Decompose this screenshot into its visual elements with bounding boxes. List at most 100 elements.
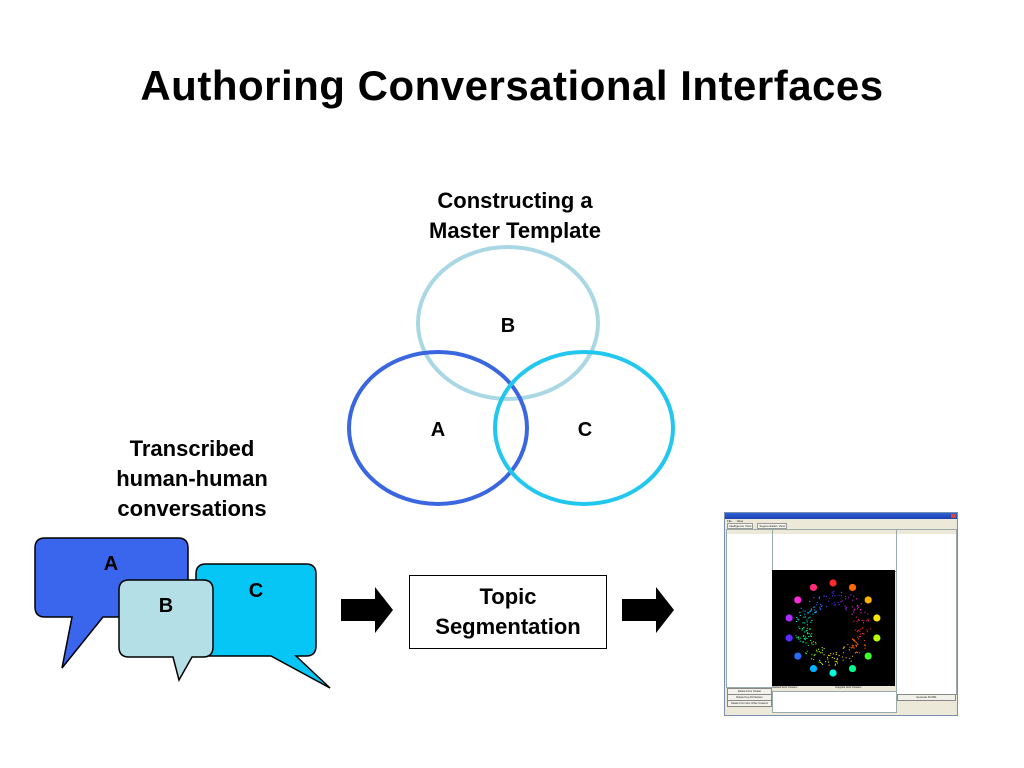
cluster-dot xyxy=(812,640,815,643)
app-left-pane xyxy=(726,529,773,688)
cluster-dot xyxy=(854,640,856,642)
app-checkbox-integrate[interactable]: Integrate Auto Clusters xyxy=(835,686,862,689)
cluster-dot xyxy=(854,629,856,631)
cluster-dot xyxy=(861,627,863,629)
cluster-dot xyxy=(802,640,804,643)
cluster-dot xyxy=(795,620,798,623)
cluster-node[interactable] xyxy=(829,669,837,677)
cluster-dot xyxy=(831,591,833,593)
cluster-dot xyxy=(844,595,847,597)
cluster-dot xyxy=(860,603,862,605)
cluster-node[interactable] xyxy=(848,583,857,592)
cluster-dot xyxy=(799,627,801,630)
cluster-dot xyxy=(801,628,804,630)
app-menu-view[interactable]: View xyxy=(736,519,744,523)
cluster-dot xyxy=(840,601,842,603)
speech-bubble-c-label: C xyxy=(249,580,263,602)
cluster-dot xyxy=(860,612,862,614)
cluster-node[interactable] xyxy=(864,596,872,604)
venn-caption-line2: Master Template xyxy=(429,218,601,243)
cluster-dot xyxy=(842,659,844,661)
cluster-dot xyxy=(823,654,825,656)
cluster-dot xyxy=(829,654,831,657)
cluster-dot xyxy=(845,609,847,611)
speech-bubble-a-label: A xyxy=(104,553,118,575)
cluster-dot xyxy=(833,657,835,659)
cluster-dot xyxy=(810,609,812,611)
cluster-dot xyxy=(853,595,855,597)
cluster-dot xyxy=(843,646,845,648)
cluster-dot xyxy=(810,658,813,660)
app-button-delete-all-other[interactable]: Delete From ALL Other Clusters xyxy=(727,700,772,707)
cluster-dot xyxy=(806,619,808,621)
cluster-node[interactable] xyxy=(794,596,802,604)
cluster-dot xyxy=(835,651,837,654)
app-tab-intelligence[interactable]: Intelligence View xyxy=(727,523,754,529)
cluster-dot xyxy=(855,651,858,653)
venn-circle-a xyxy=(347,350,529,506)
cluster-dot xyxy=(807,632,809,634)
cluster-dot xyxy=(808,633,810,635)
app-tab-segmentation[interactable]: Segmentation View xyxy=(757,523,788,529)
cluster-dot xyxy=(851,644,853,646)
cluster-node[interactable] xyxy=(829,579,837,587)
cluster-node[interactable] xyxy=(794,652,802,660)
cluster-dot xyxy=(859,635,861,638)
cluster-node[interactable] xyxy=(809,583,818,592)
transcribed-caption-line3: conversations xyxy=(117,496,267,521)
cluster-dot xyxy=(854,651,857,654)
cluster-node[interactable] xyxy=(864,652,872,660)
cluster-dot xyxy=(853,620,855,622)
transcribed-caption-line2: human-human xyxy=(116,466,268,491)
cluster-dot xyxy=(804,636,806,638)
cluster-dot xyxy=(838,655,840,657)
cluster-dot xyxy=(810,635,812,638)
cluster-node[interactable] xyxy=(809,664,818,673)
cluster-dot xyxy=(866,631,868,633)
cluster-dot xyxy=(834,604,836,606)
cluster-dot xyxy=(814,612,816,614)
app-button-generate[interactable]: Generate SCXML xyxy=(897,694,956,701)
cluster-dot xyxy=(796,637,798,639)
cluster-dot xyxy=(828,600,830,602)
cluster-dot xyxy=(799,614,801,616)
cluster-dot xyxy=(856,605,858,607)
cluster-node[interactable] xyxy=(873,614,881,622)
cluster-dot xyxy=(818,661,820,663)
cluster-dot xyxy=(849,657,851,660)
cluster-dot xyxy=(861,619,863,621)
cluster-dot xyxy=(807,644,809,647)
cluster-dot xyxy=(802,641,804,643)
cluster-dot xyxy=(800,637,802,639)
cluster-dot xyxy=(840,595,842,597)
cluster-dot xyxy=(828,664,830,666)
cluster-dot xyxy=(796,616,798,619)
cluster-dot xyxy=(802,622,804,624)
cluster-dot xyxy=(835,653,837,656)
cluster-dot xyxy=(813,654,815,657)
cluster-dot xyxy=(821,605,823,607)
cluster-node[interactable] xyxy=(785,614,793,622)
venn-label-c: C xyxy=(578,419,592,441)
cluster-dot xyxy=(853,647,855,649)
cluster-dot xyxy=(797,637,799,639)
cluster-dot xyxy=(833,604,835,606)
cluster-dot xyxy=(859,633,862,635)
topic-segmentation-line1: Topic xyxy=(479,584,537,609)
cluster-dot xyxy=(864,611,866,613)
cluster-node[interactable] xyxy=(785,634,793,642)
cluster-node[interactable] xyxy=(873,634,881,642)
cluster-dot xyxy=(851,646,854,648)
cluster-dot xyxy=(807,611,809,614)
cluster-dot xyxy=(850,594,852,596)
cluster-node[interactable] xyxy=(848,664,857,673)
cluster-dot xyxy=(867,618,869,620)
cluster-dot xyxy=(805,652,808,655)
close-icon xyxy=(951,514,956,518)
app-menu-file[interactable]: File xyxy=(727,519,732,523)
cluster-dot xyxy=(845,657,847,659)
app-right-pane xyxy=(896,529,957,695)
cluster-dot xyxy=(825,595,827,598)
app-checkbox-default[interactable]: Default Auto Clusters xyxy=(773,686,798,689)
cluster-dot xyxy=(857,606,859,608)
